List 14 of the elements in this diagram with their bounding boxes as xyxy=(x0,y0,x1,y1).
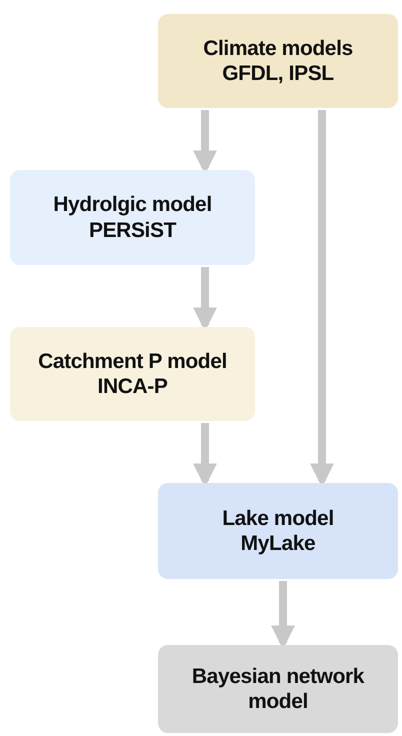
box-label: GFDL, IPSL xyxy=(222,61,334,86)
box-label: Hydrolgic model xyxy=(53,192,212,218)
box-label: MyLake xyxy=(240,531,316,556)
process-box xyxy=(10,327,255,421)
box-label: Lake model xyxy=(222,506,334,531)
box-label: Bayesian network model xyxy=(190,664,366,714)
box-label: Catchment P model xyxy=(38,348,227,374)
process-box xyxy=(158,14,398,108)
box-label: Climate models xyxy=(203,36,353,61)
box-label: INCA-P xyxy=(98,374,168,400)
box-label: PERSiST xyxy=(88,218,176,243)
process-box xyxy=(158,483,398,579)
process-box xyxy=(158,645,398,733)
process-box xyxy=(10,170,255,265)
